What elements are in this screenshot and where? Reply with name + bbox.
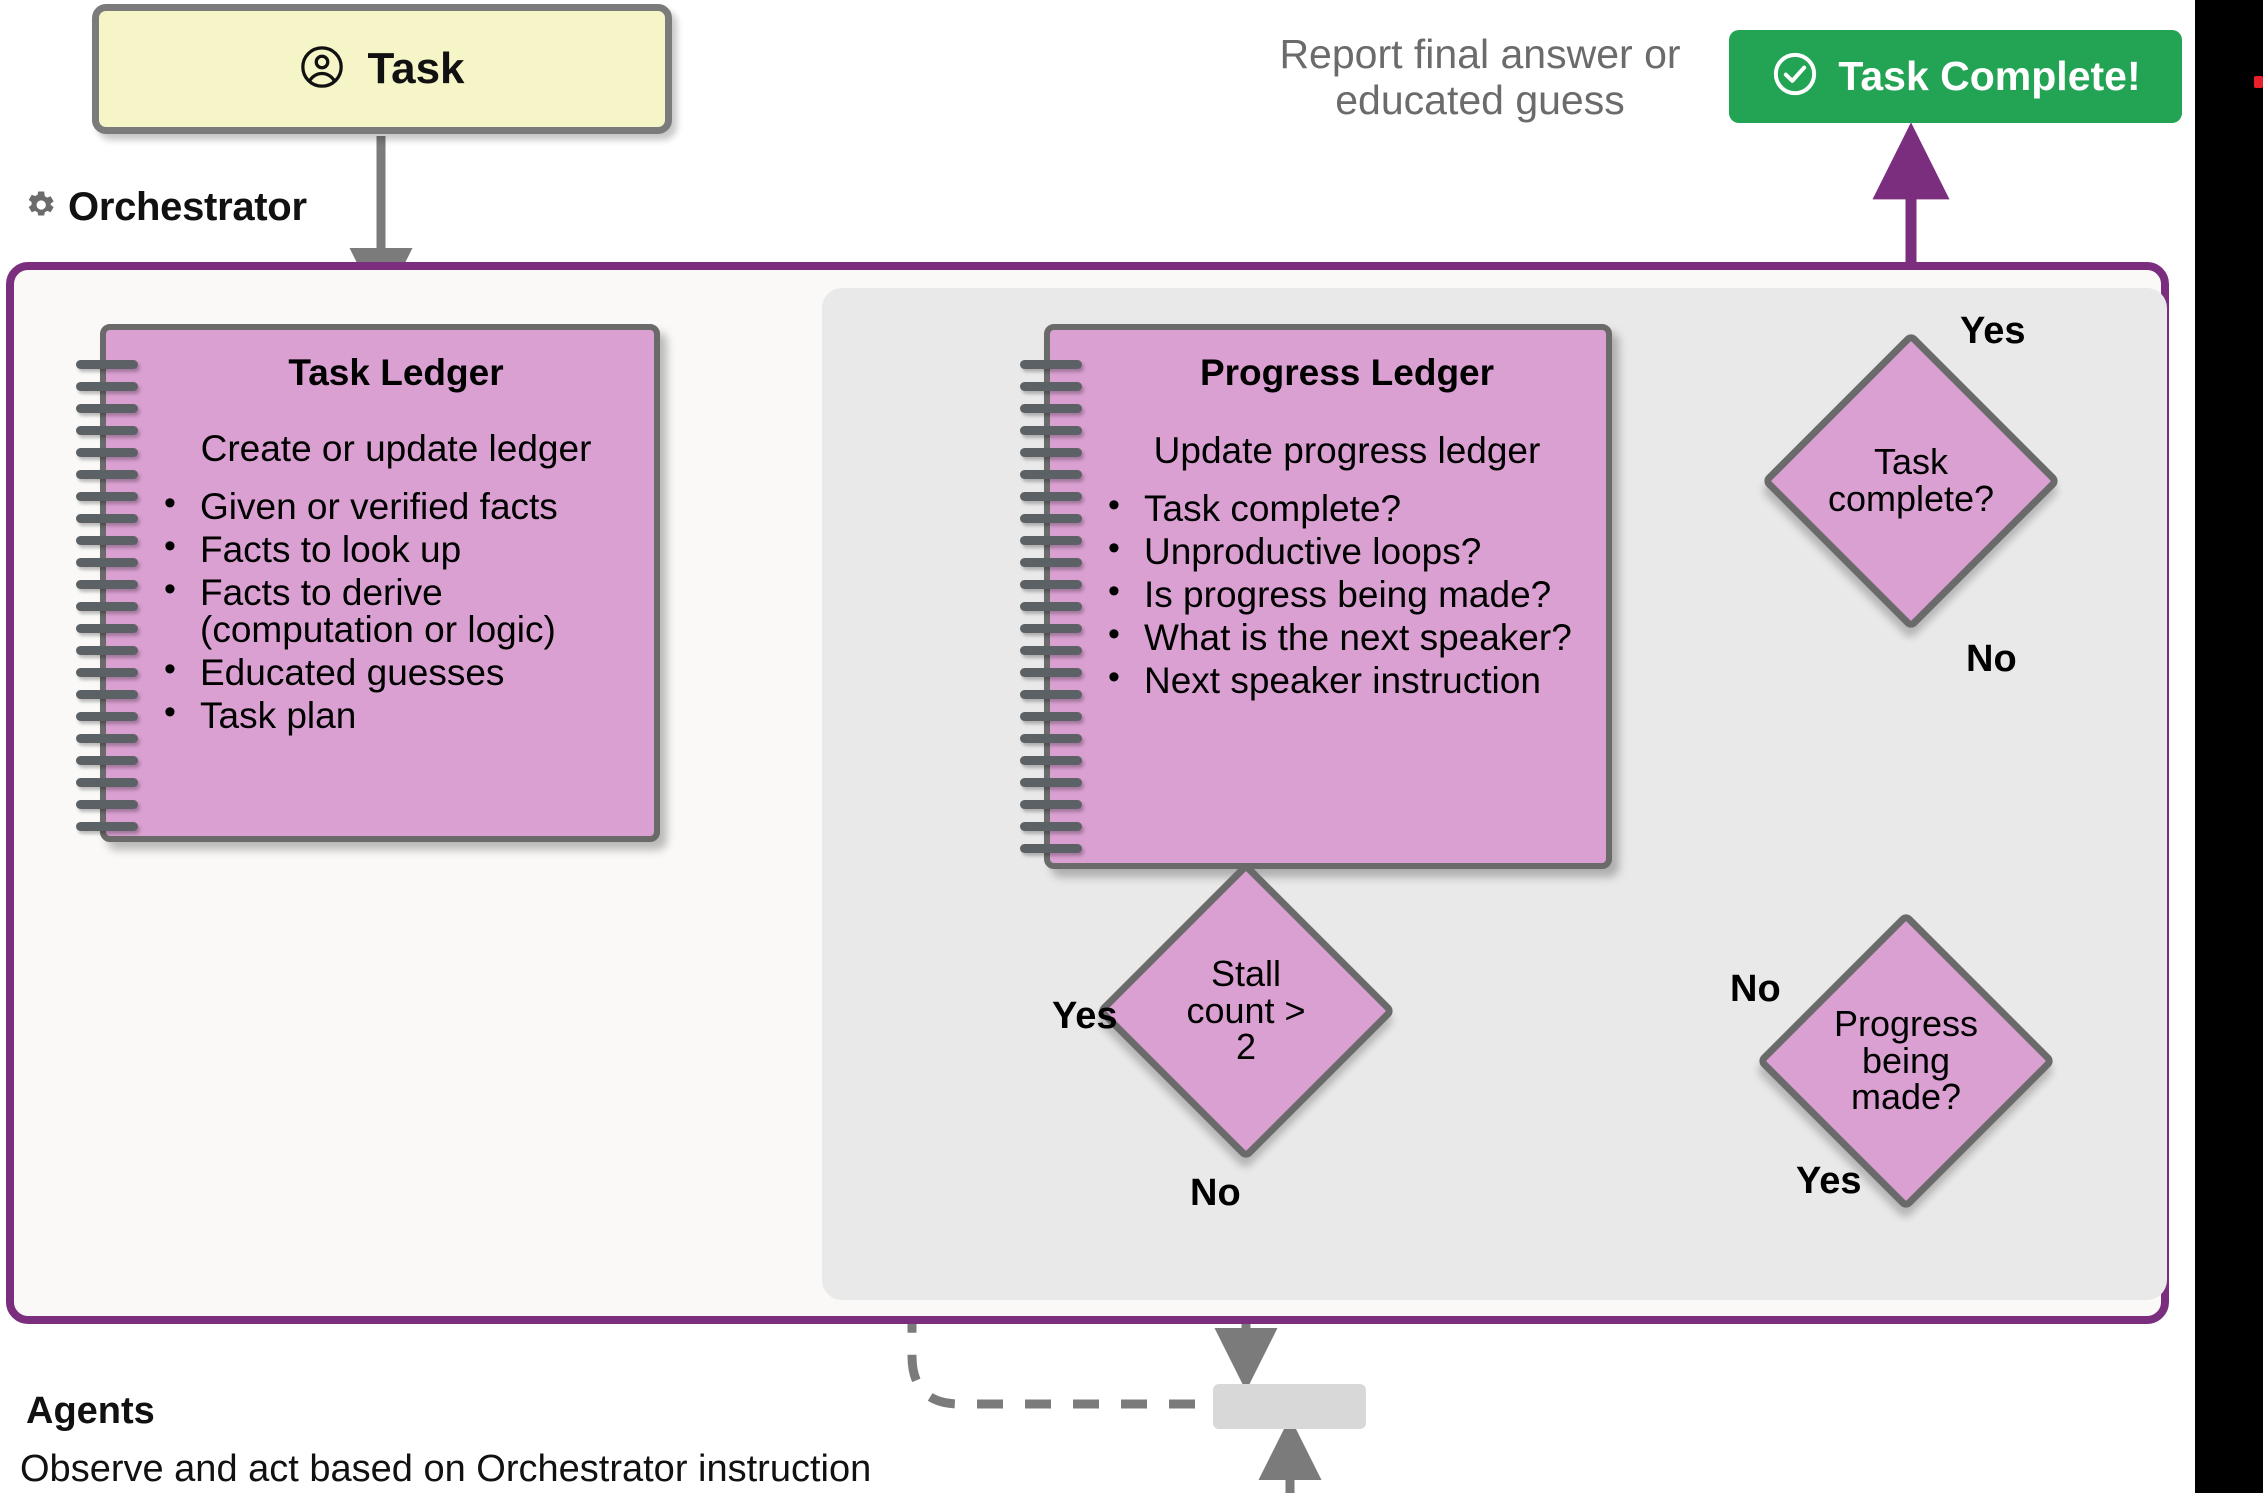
user-circle-icon [299,44,345,95]
task-ledger-card[interactable]: Task Ledger Create or update ledger Give… [76,324,660,842]
edge-label-taskcomplete-no: No [1966,638,2017,680]
decision-stall-line3: 2 [1235,1026,1257,1068]
edge-label-stall-yes: Yes [1052,995,1118,1037]
progress-ledger-subtitle: Update progress ledger [1153,430,1541,471]
edge-label-progress-no: No [1730,968,1781,1010]
decision-progress-made-line1: Progress [1833,1002,1979,1044]
report-note: Report final answer or educated guess [1279,31,1681,123]
list-item: Given or verified facts [158,486,634,525]
task-ledger-title: Task Ledger [288,352,504,393]
decision-progress-made-line3: made? [1850,1076,1962,1118]
edge-label-taskcomplete-yes: Yes [1960,310,2026,352]
spiral-binding-icon [76,360,138,844]
decision-stall-count[interactable]: Stall count > 2 [1096,861,1396,1161]
progress-ledger-list: Task complete? Unproductive loops? Is pr… [1102,488,1592,699]
task-complete-button-label: Task Complete! [1838,53,2141,99]
progress-ledger-title: Progress Ledger [1199,352,1495,393]
decision-stall-count-label: Stall count > 2 [1186,952,1306,1068]
task-complete-button[interactable]: Task Complete! [1729,30,2182,123]
agents-subtitle: Observe and act based on Orchestrator in… [20,1448,872,1490]
agent-node-bar[interactable] [1213,1384,1366,1429]
spiral-binding-icon [1020,360,1082,866]
right-strip-red-dot [2254,76,2263,88]
decision-progress-made-label: Progress being made? [1833,1002,1979,1118]
list-item: Task plan [158,695,634,734]
list-item: Is progress being made? [1102,574,1592,613]
check-circle-icon [1770,49,1820,104]
list-item: Task complete? [1102,488,1592,527]
progress-ledger-card[interactable]: Progress Ledger Update progress ledger T… [1020,324,1612,869]
decision-stall-line1: Stall [1210,952,1282,994]
list-item: Next speaker instruction [1102,660,1592,699]
edge-label-progress-yes: Yes [1796,1160,1862,1202]
orchestrator-heading-label: Orchestrator [68,185,307,229]
task-card[interactable]: Task [92,4,672,134]
decision-progress-made[interactable]: Progress being made? [1756,911,2056,1211]
right-black-strip [2195,0,2263,1493]
task-ledger-subtitle: Create or update ledger [200,428,592,469]
orchestrator-heading: Orchestrator [22,185,307,230]
list-item: What is the next speaker? [1102,617,1592,656]
list-item: Unproductive loops? [1102,531,1592,570]
list-item: Facts to derive (computation or logic) [158,572,634,648]
decision-task-complete[interactable]: Task complete? [1761,331,2061,631]
task-ledger-list: Given or verified facts Facts to look up… [158,486,634,734]
decision-progress-made-line2: being [1861,1039,1951,1081]
edge-label-stall-no: No [1190,1172,1241,1214]
decision-task-complete-label: Task complete? [1827,441,1995,519]
task-card-label: Task [367,44,465,93]
gear-icon [22,187,58,228]
decision-stall-line2: count > [1186,989,1306,1031]
list-item: Educated guesses [158,652,634,691]
list-item: Facts to look up [158,529,634,568]
agents-title: Agents [26,1390,155,1432]
